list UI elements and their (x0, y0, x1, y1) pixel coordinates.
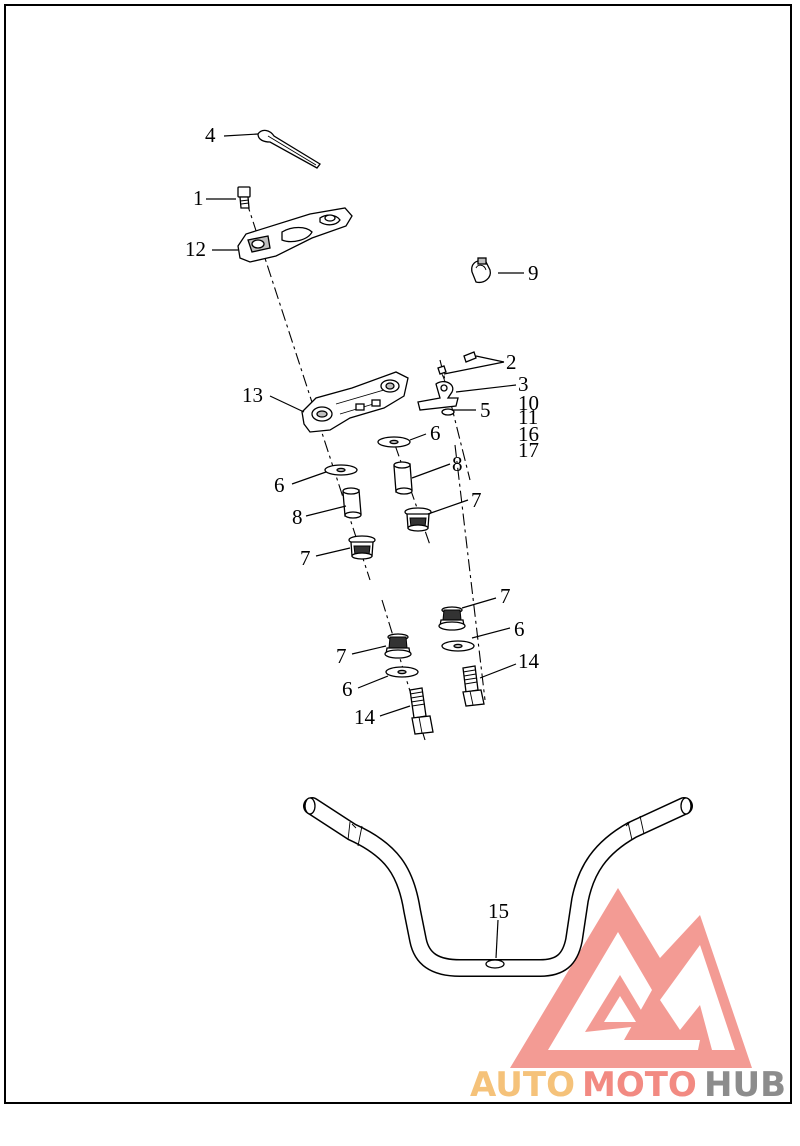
callout-12: 12 (185, 237, 206, 261)
part-bracket (417, 380, 459, 411)
watermark-logo (510, 888, 752, 1068)
watermark-auto: AUTO (470, 1065, 575, 1105)
callout-17: 17 (518, 438, 539, 462)
part-upper-clamp (237, 207, 353, 263)
callout-5: 5 (480, 398, 491, 422)
part-washers (324, 436, 475, 678)
part-spacers (342, 461, 413, 519)
leader-lines (206, 133, 524, 959)
callout-14-right: 14 (518, 649, 540, 673)
part-small-screws (437, 351, 477, 385)
part-handlebar (303, 797, 693, 977)
callout-7-upper-left: 7 (300, 546, 311, 570)
watermark-hub: HUB (704, 1065, 786, 1105)
callout-2: 2 (506, 350, 517, 374)
part-lower-clamp (301, 371, 409, 433)
part-clip (471, 257, 491, 284)
callout-labels: 4 1 12 9 2 3 5 10 11 16 17 13 6 6 8 8 7 … (185, 123, 540, 923)
callout-6-lower-left: 6 (342, 677, 353, 701)
callout-7-upper-right: 7 (471, 488, 482, 512)
callout-3: 3 (518, 372, 529, 396)
part-screw (237, 186, 251, 209)
callout-14-left: 14 (354, 705, 376, 729)
callout-8-right: 8 (452, 452, 463, 476)
callout-6-lower-right: 6 (514, 617, 525, 641)
callout-10: 10 (518, 391, 539, 415)
part-fastener (441, 408, 455, 416)
callout-6-upper-right: 6 (430, 421, 441, 445)
callout-13: 13 (242, 383, 263, 407)
callout-4: 4 (205, 123, 216, 147)
callout-8-left: 8 (292, 505, 303, 529)
callout-6-upper-left: 6 (274, 473, 285, 497)
part-cable-strap (257, 129, 321, 169)
part-bolts (409, 665, 485, 735)
callout-16: 16 (518, 422, 539, 446)
callout-7-lower-right: 7 (500, 584, 511, 608)
diagram-frame (4, 4, 792, 1104)
callout-11: 11 (518, 405, 538, 429)
callout-1: 1 (193, 186, 204, 210)
watermark-moto: MOTO (582, 1065, 697, 1105)
part-bushings (348, 507, 466, 659)
assembly-axes (245, 199, 486, 741)
watermark-text: AUTO MOTO HUB (470, 1065, 786, 1105)
callout-7-lower-left: 7 (336, 644, 347, 668)
callout-9: 9 (528, 261, 539, 285)
callout-15: 15 (488, 899, 509, 923)
